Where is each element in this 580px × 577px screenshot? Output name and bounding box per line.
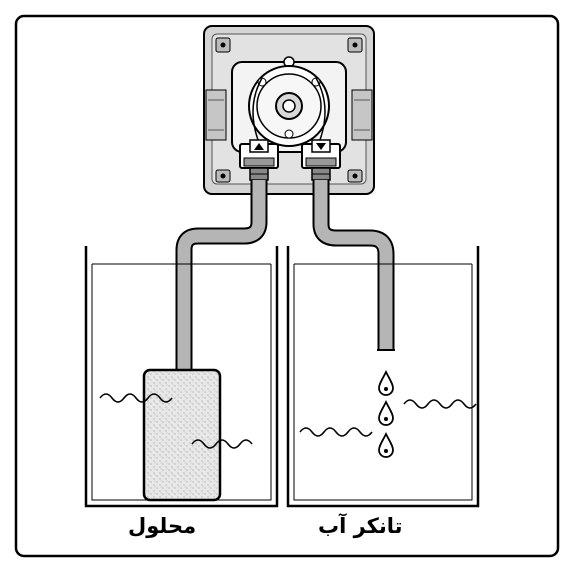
water-surface-icon bbox=[299, 399, 477, 437]
water-surface-icon bbox=[99, 393, 253, 449]
water-tank-label: تانکر آب bbox=[318, 514, 403, 538]
peristaltic-pump-icon bbox=[203, 25, 375, 195]
water-drop-icon bbox=[378, 369, 394, 458]
solution-tank-label: محلول bbox=[128, 514, 197, 538]
water-tank bbox=[286, 246, 480, 508]
foot-filter-icon bbox=[142, 368, 222, 502]
